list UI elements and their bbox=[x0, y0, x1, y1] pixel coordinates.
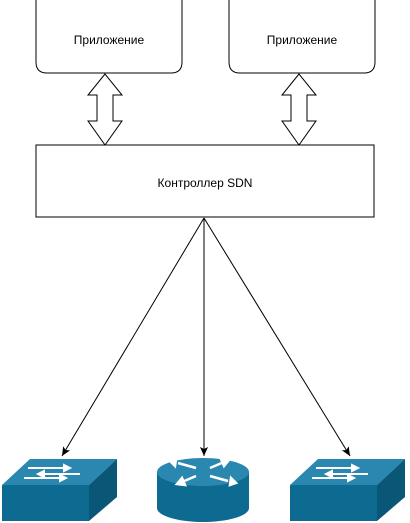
app-box-right-label: Приложение bbox=[267, 33, 338, 47]
controller-box: Контроллер SDN bbox=[35, 144, 375, 218]
double-arrow-left bbox=[86, 73, 124, 146]
switch-icon bbox=[2, 459, 117, 521]
router-icon bbox=[157, 457, 249, 522]
switch-icon bbox=[290, 459, 405, 521]
connector-arrow-left bbox=[61, 217, 205, 457]
app-box-right: Приложение bbox=[228, 0, 376, 74]
app-box-left-label: Приложение bbox=[74, 33, 145, 47]
controller-label: Контроллер SDN bbox=[158, 176, 253, 190]
double-arrow-right bbox=[280, 73, 318, 146]
app-box-left: Приложение bbox=[35, 0, 183, 74]
connector-arrow-right bbox=[203, 217, 351, 457]
